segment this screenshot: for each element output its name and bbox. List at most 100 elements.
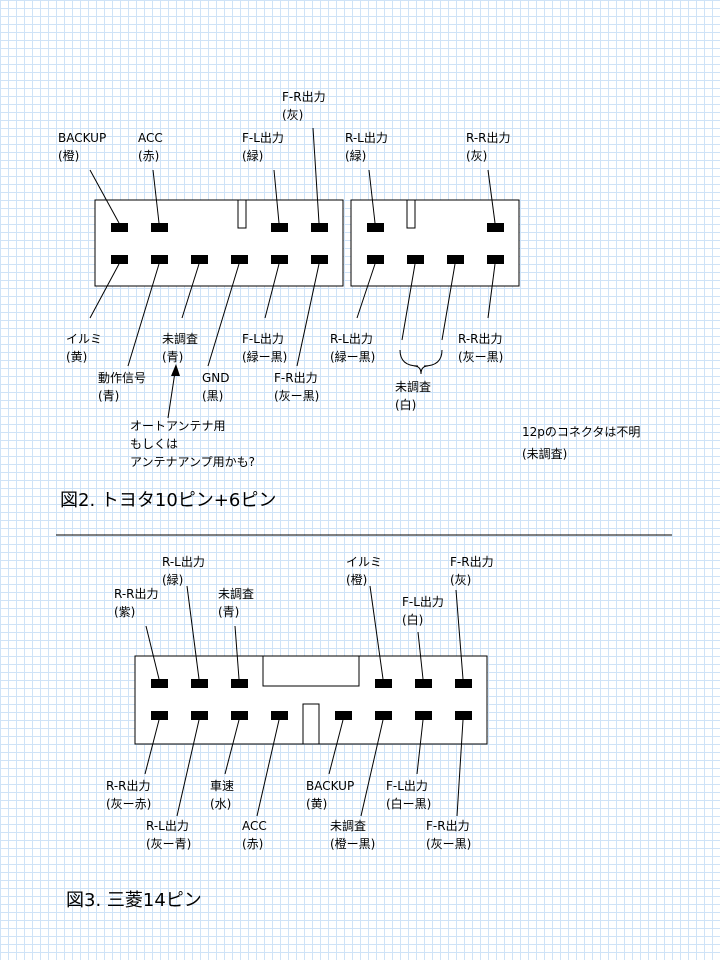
label-illumi: イルミ (346, 555, 382, 569)
pin (151, 679, 168, 688)
pin (335, 711, 352, 720)
pin (191, 255, 208, 264)
label-rr-color: (灰) (466, 149, 487, 163)
connector-10pin-body (94, 199, 344, 287)
pin (367, 255, 384, 264)
pin (151, 223, 168, 232)
pin (151, 711, 168, 720)
pin (455, 711, 472, 720)
label-rl: R-L出力 (345, 131, 388, 145)
pin (271, 223, 288, 232)
connector-6pin-body (350, 199, 520, 287)
connector-key (262, 655, 360, 687)
pin (111, 223, 128, 232)
pin (415, 679, 432, 688)
label-acc-color: (赤) (242, 837, 263, 851)
label-rl-color: (緑) (345, 148, 366, 163)
leader-lines (89, 127, 496, 419)
label-vehicle-speed-color: (水) (210, 797, 231, 811)
pin (191, 679, 208, 688)
label-motion-signal-color: (青) (98, 389, 119, 403)
pin (415, 711, 432, 720)
note-or: もしくは (130, 437, 178, 451)
label-unknown: 未調査 (162, 332, 198, 346)
pin (311, 255, 328, 264)
pin (111, 255, 128, 264)
label-fl: F-L出力 (402, 595, 444, 609)
figure-3: R-L出力 (緑) R-R出力 (紫) 未調査 (青) イルミ (橙) F-R出… (66, 555, 494, 911)
figure-3-caption: 図3. 三菱14ピン (66, 890, 202, 911)
label-fr-neg: F-R出力 (274, 371, 318, 385)
label-rr: R-R出力 (466, 131, 511, 145)
label-rl-neg: R-L出力 (330, 332, 373, 346)
label-fr-color: (灰) (282, 108, 303, 122)
label-fl-neg: F-L出力 (242, 332, 284, 346)
label-unknown: 未調査 (218, 587, 254, 601)
pin (407, 255, 424, 264)
label-rr: R-R出力 (114, 587, 159, 601)
connector-key (406, 199, 416, 229)
brace (399, 349, 443, 375)
label-illumi: イルミ (66, 332, 102, 346)
label-fr-neg-color: (灰ー黒) (274, 389, 319, 403)
note-12pin-status: (未調査) (522, 447, 567, 461)
figure-2: BACKUP (橙) ACC (赤) F-L出力 (緑) F-R出力 (灰) R… (58, 90, 640, 511)
label-rl-neg-color: (灰ー青) (146, 837, 191, 851)
pin (231, 255, 248, 264)
figure-2-caption: 図2. トヨタ10ピン+6ピン (60, 490, 276, 511)
pin (455, 679, 472, 688)
label-fr-neg-color: (灰ー黒) (426, 837, 471, 851)
pin (271, 711, 288, 720)
pin (367, 223, 384, 232)
label-gnd: GND (202, 371, 230, 385)
label-fl-color: (白) (402, 612, 423, 627)
label-rr-neg: R-R出力 (458, 332, 503, 346)
label-illumi-color: (橙) (346, 572, 367, 587)
label-unknown-neg-color: (橙ー黒) (330, 836, 375, 851)
label-rr-neg: R-R出力 (106, 779, 151, 793)
label-unknown-6pin: 未調査 (395, 380, 431, 394)
fig2-labels: BACKUP (橙) ACC (赤) F-L出力 (緑) F-R出力 (灰) R… (58, 90, 640, 469)
label-backup: BACKUP (58, 131, 106, 145)
label-backup-color: (黄) (306, 797, 327, 811)
pin (487, 223, 504, 232)
note-12pin: 12pのコネクタは不明 (522, 425, 640, 439)
pin (375, 711, 392, 720)
label-unknown-neg: 未調査 (330, 819, 366, 833)
label-rl-neg: R-L出力 (146, 819, 189, 833)
label-fl: F-L出力 (242, 131, 284, 145)
pin (487, 255, 504, 264)
note-antenna-amp: アンテナアンプ用かも? (130, 455, 255, 469)
label-unknown-color: (青) (218, 605, 239, 619)
pin (231, 679, 248, 688)
connector-key (302, 703, 320, 745)
label-rl-neg-color: (緑ー黒) (330, 349, 375, 364)
label-fl-neg-color: (緑ー黒) (242, 349, 287, 364)
label-fl-color: (緑) (242, 148, 263, 163)
pin (271, 255, 288, 264)
label-motion-signal: 動作信号 (98, 371, 146, 385)
label-acc: ACC (138, 131, 163, 145)
pin (447, 255, 464, 264)
label-unknown-color: (青) (162, 350, 183, 364)
label-rr-neg-color: (灰ー黒) (458, 350, 503, 364)
label-rl: R-L出力 (162, 555, 205, 569)
pin (375, 679, 392, 688)
label-rl-color: (緑) (162, 572, 183, 587)
leader-lines-fig3 (144, 585, 464, 817)
label-fl-neg: F-L出力 (386, 779, 428, 793)
label-acc: ACC (242, 819, 267, 833)
label-fr-color: (灰) (450, 573, 471, 587)
arrow-head (171, 364, 180, 376)
label-vehicle-speed: 車速 (210, 779, 234, 793)
pin (151, 255, 168, 264)
note-auto-antenna: オートアンテナ用 (130, 419, 226, 433)
pin (191, 711, 208, 720)
connector-key (237, 199, 247, 229)
label-gnd-color: (黒) (202, 389, 223, 403)
pin (311, 223, 328, 232)
label-backup-color: (橙) (58, 148, 79, 163)
pin (231, 711, 248, 720)
label-backup: BACKUP (306, 779, 354, 793)
